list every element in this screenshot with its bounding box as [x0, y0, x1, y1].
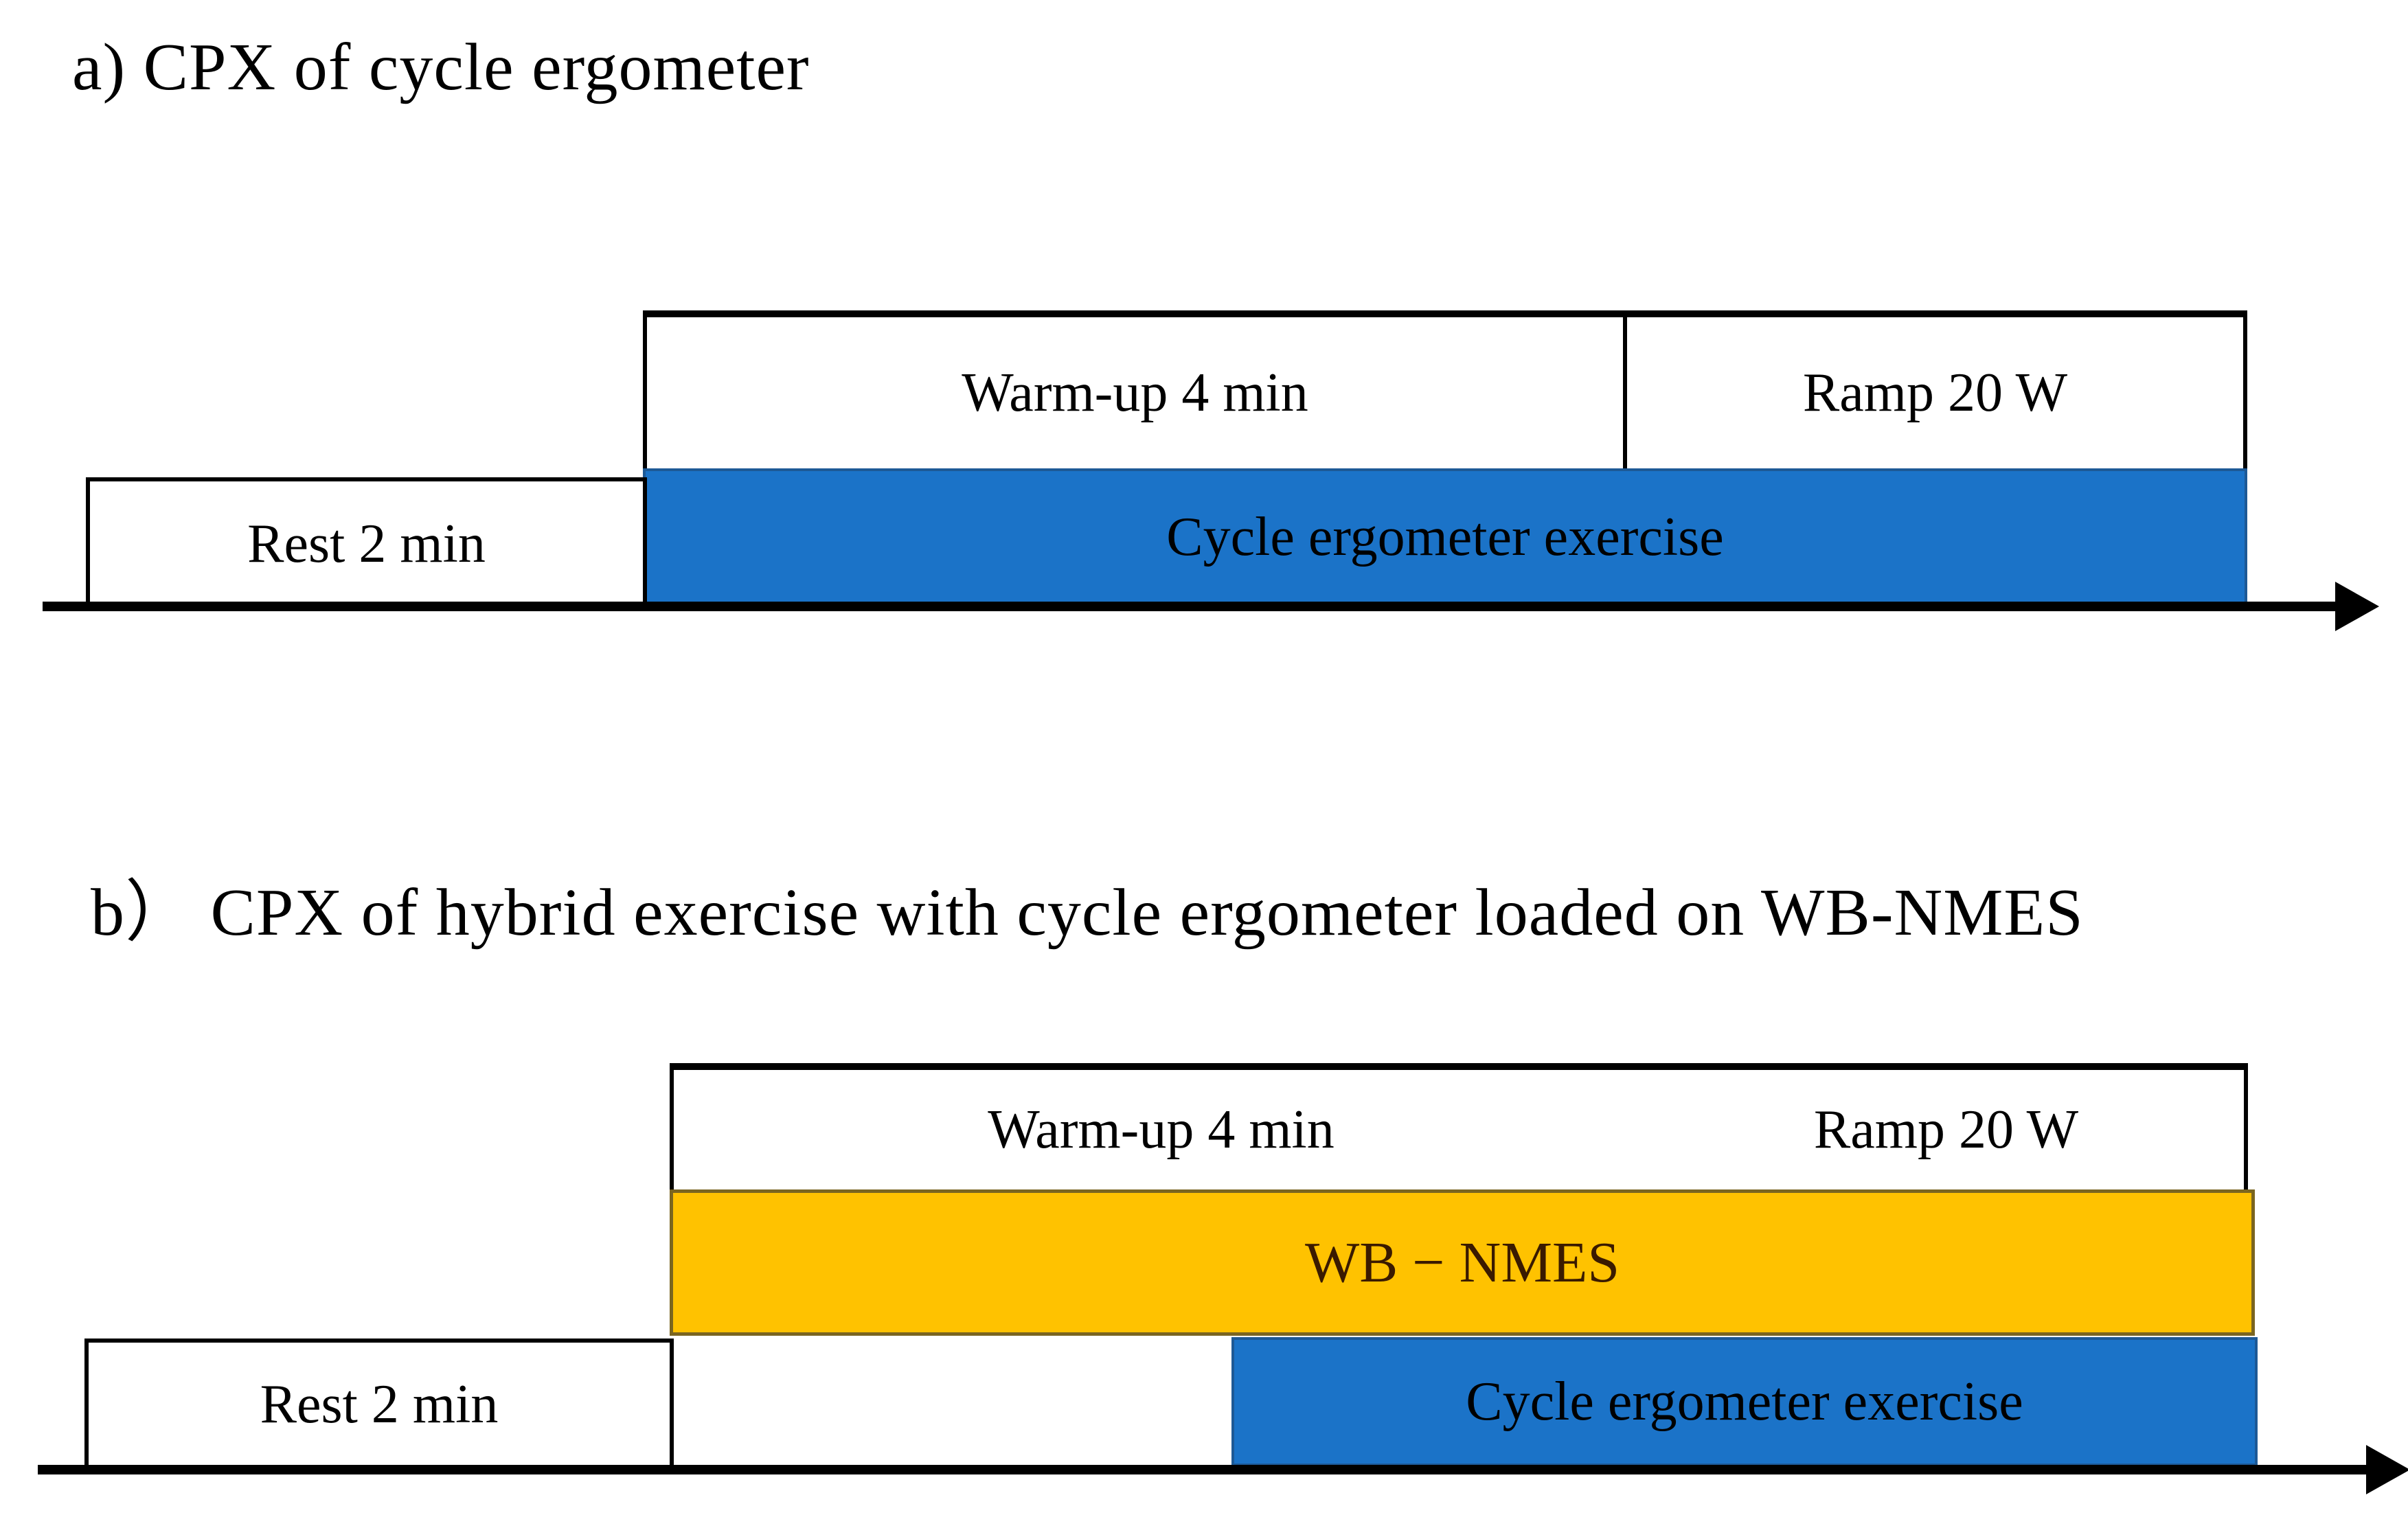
warmup-label-a: Warm-up 4 min: [962, 362, 1308, 423]
warmup-label-b: Warm-up 4 min: [988, 1099, 1334, 1160]
cycle-exercise-label-a: Cycle ergometer exercise: [1166, 507, 1724, 567]
ramp-box-a: Ramp 20 W: [1627, 310, 2247, 468]
wbnmes-label-b: WB − NMES: [1304, 1231, 1620, 1295]
timeline-arrow-b: [2366, 1445, 2408, 1494]
ramp-box-b: Ramp 20 W: [1648, 1063, 2248, 1189]
warmup-box-b: Warm-up 4 min: [670, 1063, 1652, 1189]
empty-segment-b: [674, 1336, 1231, 1466]
rest-box-b: Rest 2 min: [84, 1339, 674, 1466]
timeline-axis-a: [43, 602, 2342, 611]
timeline-axis-b: [38, 1465, 2373, 1474]
wbnmes-bar-b: WB − NMES: [670, 1189, 2255, 1336]
rest-label-b: Rest 2 min: [260, 1374, 499, 1435]
panel-a-title: a) CPX of cycle ergometer: [72, 30, 810, 104]
cycle-exercise-bar-a: Cycle ergometer exercise: [643, 468, 2247, 606]
cycle-exercise-bar-b: Cycle ergometer exercise: [1231, 1337, 2258, 1466]
rest-label-a: Rest 2 min: [247, 513, 486, 574]
cycle-exercise-label-b: Cycle ergometer exercise: [1466, 1371, 2023, 1432]
rest-box-a: Rest 2 min: [86, 477, 647, 606]
ramp-label-b: Ramp 20 W: [1813, 1099, 2079, 1160]
warmup-box-a: Warm-up 4 min: [643, 310, 1627, 468]
panel-b-title: b） CPX of hybrid exercise with cycle erg…: [91, 876, 2084, 950]
timeline-arrow-a: [2335, 582, 2379, 631]
ramp-label-a: Ramp 20 W: [1802, 362, 2068, 423]
